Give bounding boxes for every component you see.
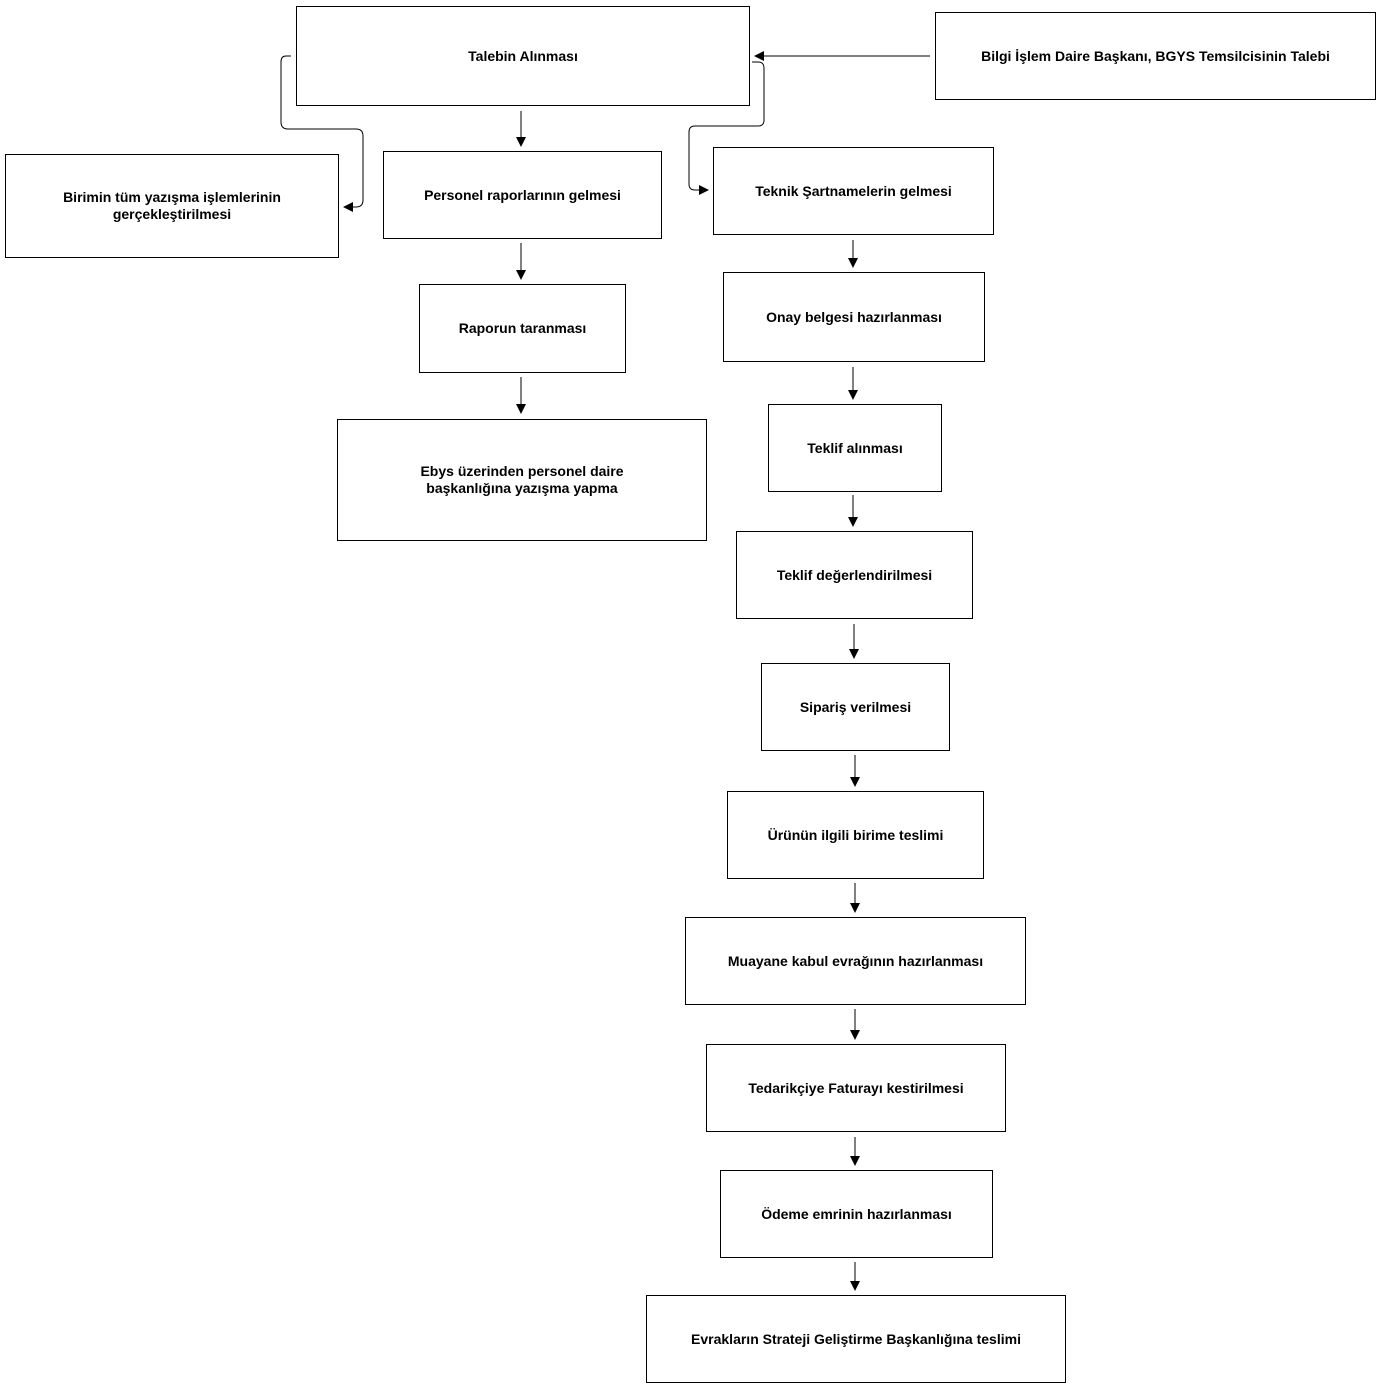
arrowhead-siparis-to-urun bbox=[850, 777, 860, 787]
node-personel-raporlari: Personel raporlarının gelmesi bbox=[383, 151, 662, 239]
node-label: Ürünün ilgili birime teslimi bbox=[767, 826, 944, 843]
node-label: Ebys üzerinden personel daire başkanlığı… bbox=[420, 463, 624, 496]
arrowhead-odeme-to-evrak bbox=[850, 1281, 860, 1291]
connector-talep-to-teknik bbox=[688, 61, 765, 191]
node-label: Birimin tüm yazışma işlemlerinin gerçekl… bbox=[63, 189, 281, 222]
node-label: Onay belgesi hazırlanması bbox=[766, 308, 942, 325]
arrowhead-tarama-to-ebys bbox=[516, 404, 526, 414]
node-yazisma-islemleri: Birimin tüm yazışma işlemlerinin gerçekl… bbox=[5, 154, 339, 258]
arrowhead-talep-to-personel bbox=[516, 137, 526, 147]
node-teklif-alinmasi: Teklif alınması bbox=[768, 404, 942, 492]
node-evrak-teslimi: Evrakların Strateji Geliştirme Başkanlığ… bbox=[646, 1295, 1066, 1383]
node-label: Ödeme emrinin hazırlanması bbox=[761, 1205, 952, 1222]
arrowhead-personel-to-tarama bbox=[516, 270, 526, 280]
arrowhead-talep-to-yazisma bbox=[343, 202, 353, 212]
node-label: Teklif alınması bbox=[807, 439, 903, 456]
node-teklif-degerlendirilmesi: Teklif değerlendirilmesi bbox=[736, 531, 973, 619]
node-urunun-teslimi: Ürünün ilgili birime teslimi bbox=[727, 791, 984, 879]
node-fatura-kestirilmesi: Tedarikçiye Faturayı kestirilmesi bbox=[706, 1044, 1006, 1132]
arrowhead-fatura-to-odeme bbox=[850, 1156, 860, 1166]
arrowhead-teklif-to-degerlendirme bbox=[848, 517, 858, 527]
arrowhead-teknik-to-onay bbox=[848, 258, 858, 268]
arrowhead-degerlendirme-to-siparis bbox=[849, 649, 859, 659]
node-label: Evrakların Strateji Geliştirme Başkanlığ… bbox=[691, 1330, 1021, 1347]
node-siparis-verilmesi: Sipariş verilmesi bbox=[761, 663, 950, 751]
arrowhead-urun-to-muayene bbox=[850, 903, 860, 913]
arrowhead-bgys-to-talep bbox=[754, 51, 764, 61]
node-label: Raporun taranması bbox=[458, 320, 587, 336]
node-label: Teklif değerlendirilmesi bbox=[776, 566, 933, 583]
arrowhead-onay-to-teklif bbox=[848, 390, 858, 400]
node-muayene-kabul: Muayane kabul evrağının hazırlanması bbox=[685, 917, 1026, 1005]
arrowhead-talep-to-teknik bbox=[699, 185, 709, 195]
connector-talep-to-yazisma bbox=[280, 55, 364, 208]
node-odeme-emri: Ödeme emrinin hazırlanması bbox=[720, 1170, 993, 1258]
node-label: Muayane kabul evrağının hazırlanması bbox=[727, 952, 984, 969]
node-onay-belgesi: Onay belgesi hazırlanması bbox=[723, 272, 985, 362]
node-label: Talebin Alınması bbox=[468, 47, 578, 64]
node-label: Bilgi İşlem Daire Başkanı, BGYS Temsilci… bbox=[981, 47, 1330, 64]
node-talebin-alinmasi: Talebin Alınması bbox=[296, 6, 750, 106]
node-label: Sipariş verilmesi bbox=[799, 698, 912, 715]
node-raporun-taranmasi: Raporun taranması bbox=[419, 284, 626, 373]
node-ebys-yazisma: Ebys üzerinden personel daire başkanlığı… bbox=[337, 419, 707, 541]
node-label: Personel raporlarının gelmesi bbox=[424, 186, 621, 203]
node-label: Teknik Şartnamelerin gelmesi bbox=[755, 182, 952, 199]
node-label: Tedarikçiye Faturayı kestirilmesi bbox=[748, 1079, 964, 1096]
node-teknik-sartname: Teknik Şartnamelerin gelmesi bbox=[713, 147, 994, 235]
node-bgys-talebi: Bilgi İşlem Daire Başkanı, BGYS Temsilci… bbox=[935, 12, 1376, 100]
arrowhead-muayene-to-fatura bbox=[850, 1030, 860, 1040]
